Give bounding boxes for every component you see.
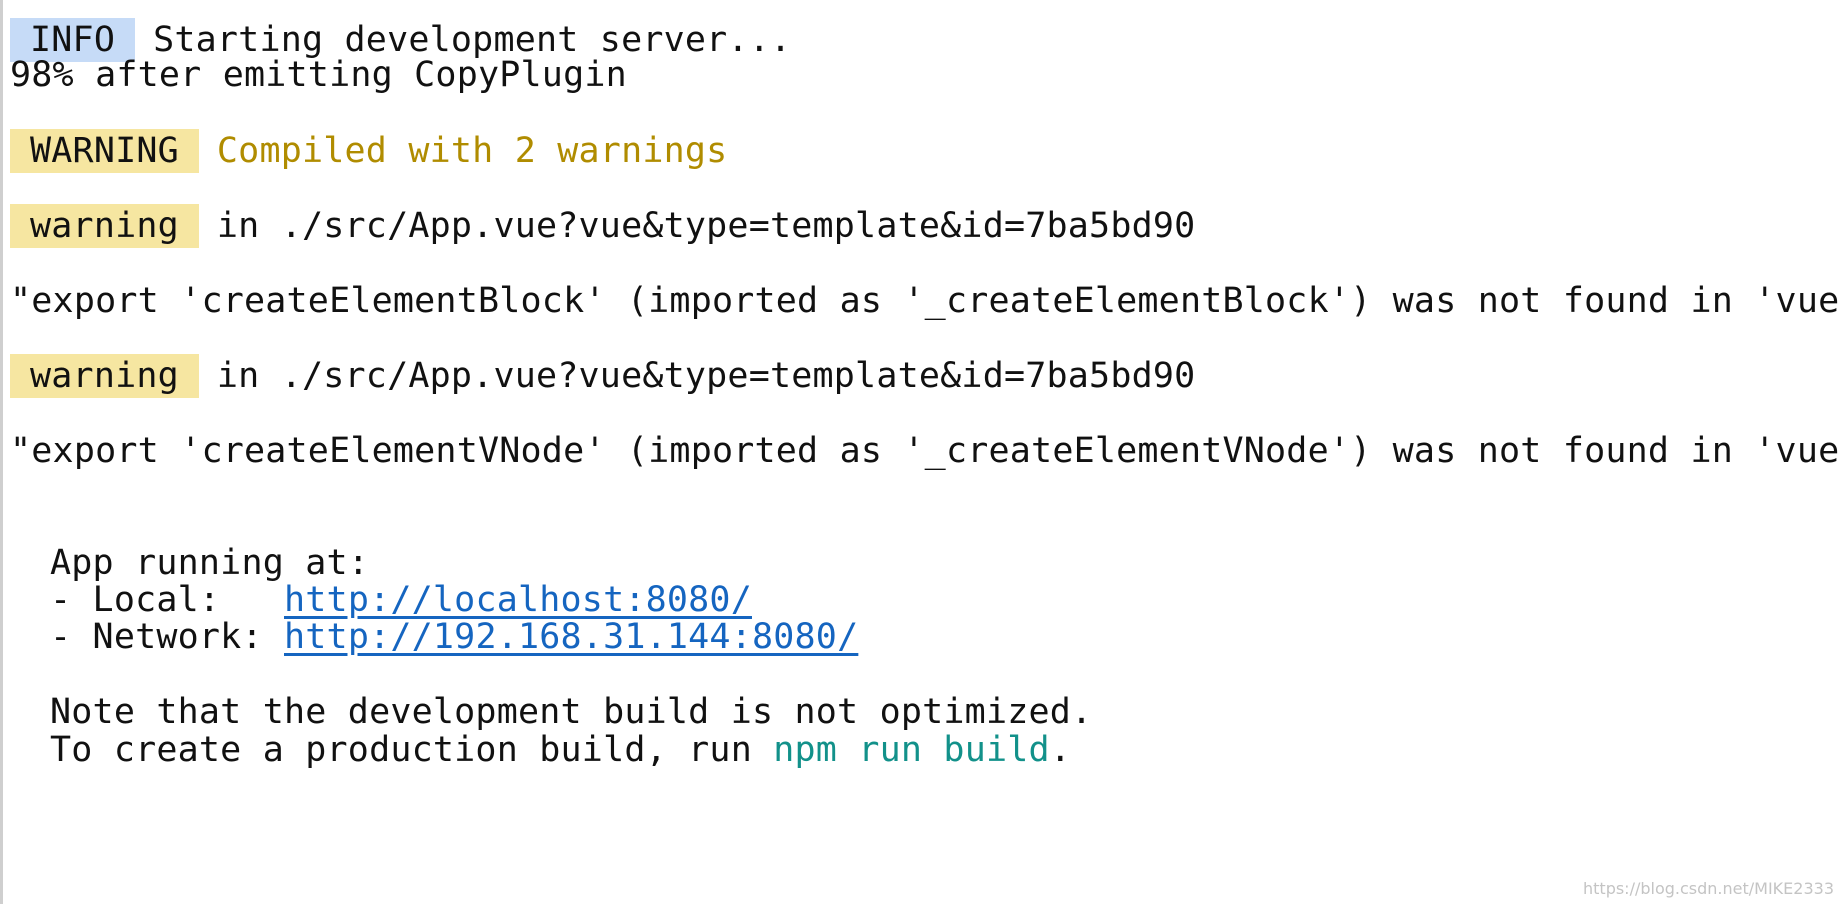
info-text: Starting development server... (153, 20, 792, 60)
build-instruction-suffix: . (1049, 730, 1072, 770)
build-command: npm run build (773, 730, 1050, 770)
warning-summary-tag: WARNING (10, 129, 199, 173)
local-url-line: - Local: http://localhost:8080/ (50, 578, 752, 622)
warning-location: in ./src/App.vue?vue&type=template&id=7b… (216, 356, 1196, 396)
note-line: Note that the development build is not o… (50, 692, 1093, 732)
app-running-heading: App running at: (50, 543, 370, 583)
watermark: https://blog.csdn.net/MIKE2333 (1583, 879, 1834, 898)
warning-tag: warning (10, 354, 199, 398)
build-instruction-line: To create a production build, run npm ru… (50, 728, 1071, 772)
warning-location-line: warning in ./src/App.vue?vue&type=templat… (10, 204, 1195, 248)
warning-tag: warning (10, 204, 199, 248)
warning-message: "export 'createElementBlock' (imported a… (10, 281, 1842, 321)
info-line: INFO Starting development server... (10, 18, 791, 62)
local-url-link[interactable]: http://localhost:8080/ (284, 580, 752, 620)
build-instruction-prefix: To create a production build, run (50, 730, 774, 770)
warning-location-line: warning in ./src/App.vue?vue&type=templat… (10, 354, 1195, 398)
network-label: - Network: (50, 617, 284, 657)
info-tag: INFO (10, 18, 136, 62)
warning-summary-text: Compiled with 2 warnings (216, 131, 728, 171)
warning-message: "export 'createElementVNode' (imported a… (10, 431, 1842, 471)
warning-summary-line: WARNING Compiled with 2 warnings (10, 129, 727, 173)
warning-location: in ./src/App.vue?vue&type=template&id=7b… (216, 206, 1196, 246)
local-label: - Local: (50, 580, 284, 620)
network-url-line: - Network: http://192.168.31.144:8080/ (50, 615, 858, 659)
network-url-link[interactable]: http://192.168.31.144:8080/ (284, 617, 859, 657)
terminal-left-border (0, 0, 3, 904)
progress-line: 98% after emitting CopyPlugin (10, 55, 627, 95)
